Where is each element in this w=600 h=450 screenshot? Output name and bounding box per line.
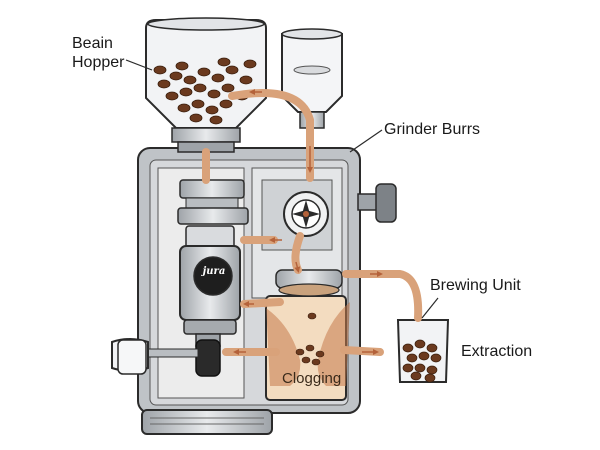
label-extraction: Extraction [461, 343, 533, 360]
steam-wand-icon [111, 338, 199, 375]
grinder-burr-icon [283, 191, 329, 237]
label-clogging: Clogging [282, 370, 342, 387]
label-bean-hopper-line2: Hopper [72, 54, 125, 71]
callout-lines [125, 59, 439, 319]
flow-hopper-to-burrs [228, 89, 314, 182]
spout-icon [195, 333, 221, 377]
water-tank-icon [281, 28, 343, 129]
coffee-cup-icon [396, 319, 450, 383]
flow-unit-to-extract [342, 270, 423, 322]
side-knob [357, 183, 397, 223]
brand-logo: jura [202, 266, 226, 277]
brew-head [179, 245, 241, 335]
brewing-unit-icon [256, 269, 350, 401]
grinder-chute [177, 179, 249, 249]
flow-arrowheads [233, 89, 383, 355]
label-brewing-unit: Brewing Unit [430, 277, 521, 294]
label-bean-hopper-line1: Beain [72, 35, 113, 52]
bean-hopper-icon [145, 17, 267, 153]
label-grinder-burrs: Grinder Burrs [384, 121, 481, 138]
label-bean-hopper: Beain Hopper [72, 34, 124, 72]
drip-tray-icon [141, 409, 273, 435]
